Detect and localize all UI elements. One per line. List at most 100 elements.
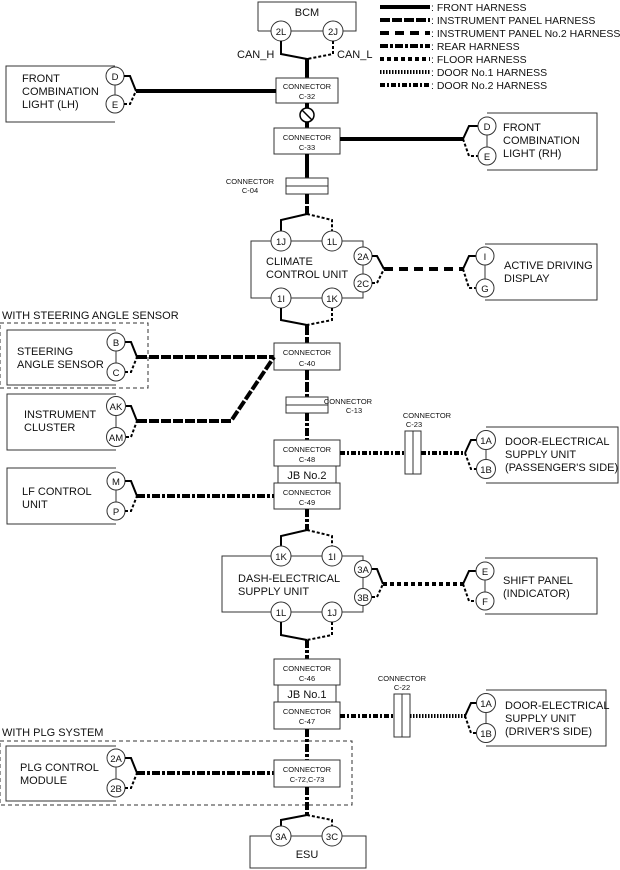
wire-path [487,112,598,171]
label-text: 3A [357,565,369,576]
label-text: 1K [275,552,287,563]
connector-c13: CONNECTOR C-13 [285,396,373,415]
wire-path [125,480,138,497]
label-text: E [112,100,118,111]
wire-path [6,329,116,386]
label-text: CONNECTOR [324,397,373,406]
pin-circle [476,459,496,479]
wire-path [125,757,138,774]
label-text: C-46 [299,674,315,683]
wire-path [462,138,478,157]
label-text: JB No.1 [287,689,326,701]
wire-path [126,420,138,438]
sas-group-box [0,322,149,389]
box-outline [273,342,341,371]
label-text: UNIT [22,499,48,511]
label-text: C-32 [299,92,315,101]
box-outline [412,430,422,475]
pin-circle [270,825,292,847]
label-text: 1I [328,552,336,563]
bcm-label: BCM [295,7,319,19]
wire-path [124,90,137,105]
label-text: FRONT [22,73,60,85]
label-text: C-40 [299,359,315,368]
label-text: DOOR-ELECTRICAL [505,700,610,712]
label-text: 1L [276,608,287,619]
pin-circle [321,825,343,847]
legend-label: : DOOR No.1 HARNESS [431,67,547,79]
label-text: CONNECTOR [283,133,332,142]
wire-path [485,557,598,615]
label-text: CLIMATE [266,256,313,268]
label-text: LIGHT (LH) [22,99,79,111]
label-text: 1I [277,294,285,305]
label-text: CONNECTOR [226,177,275,186]
legend-item-door2: : DOOR No.2 HARNESS [380,80,547,92]
label-text: CONNECTOR [283,445,332,454]
connector-c33: CONNECTOR C-33 [273,127,341,155]
wire-path [372,268,385,284]
label-text: B [113,338,119,349]
label-text: 1L [327,237,338,248]
wire-path [306,41,334,60]
pin-circle [354,560,372,578]
wire-path [126,405,138,422]
box-outline [273,127,341,155]
label-text: I [484,252,487,263]
wire-path [306,814,333,827]
label-text: 2B [110,784,122,795]
wire [301,109,313,121]
label-text: (PASSENGER'S SIDE) [505,462,618,474]
legend-label: : DOOR No.2 HARNESS [431,80,547,92]
label-text: AK [110,402,123,413]
label-text: CLUSTER [24,422,75,434]
wire-path [280,41,308,60]
wire-path [464,439,477,454]
connector-c72-c73: CONNECTOR C-72,C-73 [273,759,341,788]
wire-path [5,65,115,123]
box-outline [273,482,341,510]
wire-path [280,529,308,548]
connector-c40: CONNECTOR C-40 [273,342,341,371]
label-text: DASH-ELECTRICAL [238,573,340,585]
wire-path [257,1,357,32]
junction-block-1: JB No.1 [277,684,337,703]
legend-item-ip2: : INSTRUMENT PANEL No.2 HARNESS [380,28,620,40]
can-h-label: CAN_H [237,49,274,61]
sas-group-label: WITH STEERING ANGLE SENSOR [2,310,179,322]
pin-circle [270,230,292,252]
label-text: SUPPLY UNIT [238,586,309,598]
box-outline [273,701,341,730]
label-text: ESU [296,849,319,861]
pin-circle [270,545,292,567]
wire-path [280,213,308,233]
connector-c49: CONNECTOR C-49 [273,482,341,510]
box-outline [401,693,411,738]
box-outline [404,430,414,475]
connector-c47: CONNECTOR C-47 [273,701,341,730]
label-text: G [481,284,488,295]
label-text: (INDICATOR) [503,588,570,600]
legend-label: : FLOOR HARNESS [431,54,527,66]
legend-item-front: : FRONT HARNESS [380,2,526,14]
legend-item-rear: : REAR HARNESS [380,41,520,53]
pin-circle [321,230,343,252]
wire-path [124,75,137,92]
wire-path [462,268,476,289]
shift-panel-indicator: SHIFT PANEL (INDICATOR) E F [475,557,598,615]
label-text: CONNECTOR [403,411,452,420]
wire-path [486,426,619,484]
plg-group-box [0,740,353,806]
label-text: C-22 [394,683,410,692]
legend-item-ip: : INSTRUMENT PANEL HARNESS [380,15,595,27]
wire-path [306,622,333,641]
connector-c22: CONNECTOR C-22 [378,674,427,738]
pin-label: 2L [276,27,287,38]
label-text: 1J [276,237,286,248]
instrument-cluster: INSTRUMENT CLUSTER AK AM [6,393,126,451]
box-outline [273,439,341,467]
wire-path [462,255,476,270]
wire-path [464,715,477,734]
wire-path [486,689,607,747]
